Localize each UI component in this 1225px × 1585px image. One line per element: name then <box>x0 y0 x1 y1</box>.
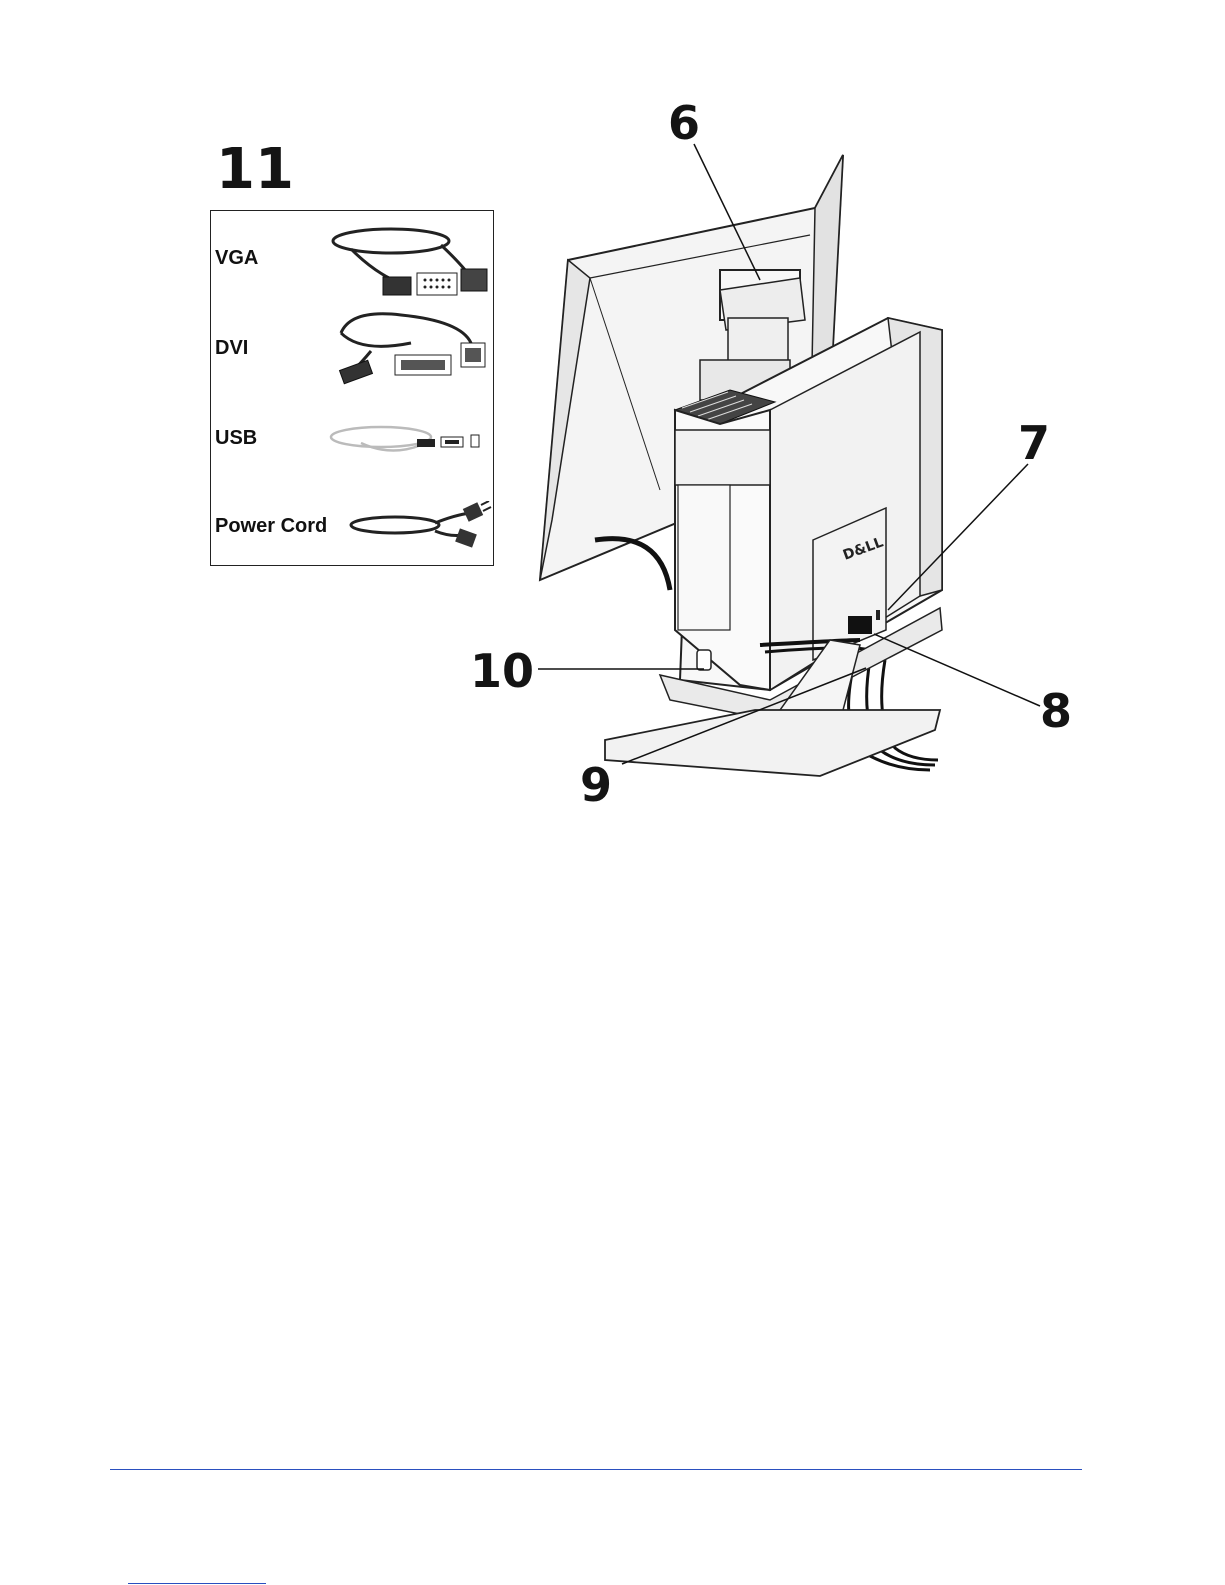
leader-9 <box>614 660 874 770</box>
callout-10: 10 <box>470 648 534 694</box>
dvi-cable-icon <box>321 303 493 385</box>
cable-label-vga: VGA <box>215 247 258 270</box>
leader-7 <box>880 460 1040 620</box>
leader-8 <box>868 628 1048 718</box>
cable-panel: VGA DVI USB Power Cord <box>210 210 494 566</box>
cable-label-usb: USB <box>215 427 257 450</box>
callout-11: 11 <box>216 142 294 198</box>
vga-cable-icon <box>321 219 493 301</box>
cable-label-dvi: DVI <box>215 337 248 360</box>
usb-cable-icon <box>321 407 493 467</box>
footer-rule <box>110 1469 1082 1470</box>
cable-label-power-cord: Power Cord <box>215 515 327 538</box>
power-cord-icon <box>345 501 493 551</box>
leader-6 <box>680 140 780 300</box>
leader-10 <box>538 664 708 674</box>
callout-9: 9 <box>580 762 612 808</box>
footer-link-underline <box>128 1583 266 1584</box>
